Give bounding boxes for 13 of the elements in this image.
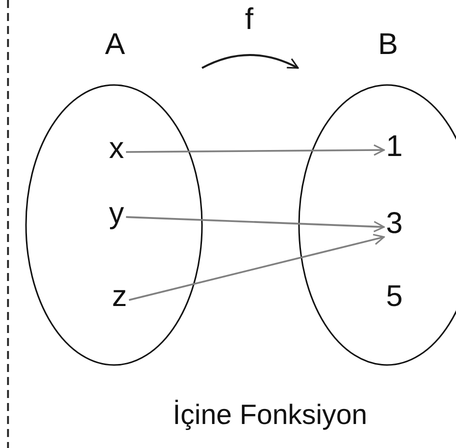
arrow [202,54,299,69]
set-element: 1 [384,131,405,163]
set-element: x [107,133,126,165]
set-element: y [107,198,126,230]
set-name: A [104,28,126,62]
set-element: z [110,281,129,313]
arrow [128,234,385,301]
caption: İçine Fonksiyon [172,398,368,432]
set-element: 3 [384,208,405,240]
set-name: B [376,28,399,62]
arrow [126,216,385,232]
arrow [126,144,385,156]
set-element: 5 [384,281,405,313]
